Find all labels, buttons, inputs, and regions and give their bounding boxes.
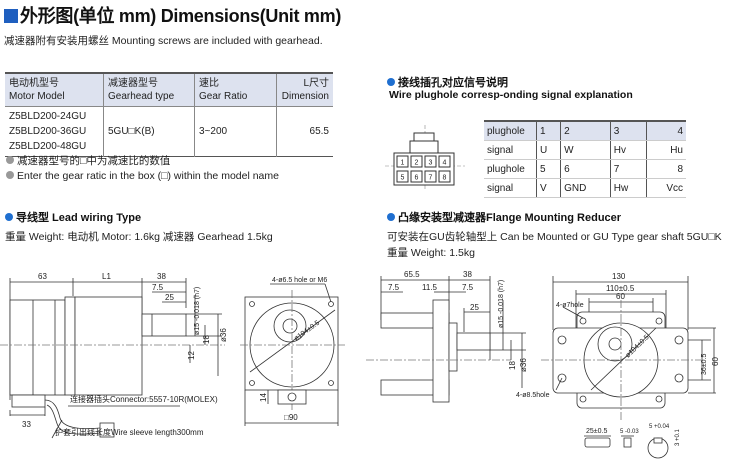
dim-60: 60 — [616, 292, 625, 301]
dim-60-vertical: 60 — [711, 357, 720, 366]
hole-8-5-label: 4-ø8.5hole — [516, 392, 550, 399]
hole-7-label: 4-ø7hole — [556, 302, 584, 309]
lead-section-title: 导线型 Lead wiring Type — [5, 209, 141, 225]
connector-label: 连接器插头Connector:5557-10R(MOLEX) — [70, 394, 218, 404]
dimension-cell: 65.5 — [276, 106, 333, 157]
pin-5: 5 — [401, 175, 405, 182]
dim-38: 38 — [463, 270, 472, 279]
bullet-icon — [387, 78, 395, 86]
plug-section-subtitle: Wire plughole corresp-onding signal expl… — [389, 89, 633, 101]
dim-18: 18 — [508, 361, 517, 370]
dim-7-5-a: 7.5 — [388, 283, 400, 292]
dim-110: 110±0.5 — [606, 284, 635, 293]
key-width-label: 5 -0.03 — [620, 429, 639, 435]
keyway-depth-label: 3 +0.1 — [675, 428, 681, 446]
wire-sleeve-label: 护套引出线长度Wire sleeve length300mm — [55, 427, 204, 437]
bullet-icon — [387, 213, 395, 221]
note-cn: 减速器型号的□中为减速比的数值 — [6, 153, 170, 168]
bullet-icon — [6, 171, 14, 179]
dim-phi36: ø36 — [519, 358, 528, 372]
page-title: 外形图(单位 mm) Dimensions(Unit mm) — [4, 2, 341, 28]
flange-mount-note: 可安装在GU齿轮轴型上 Can be Mounted or GU Type ge… — [387, 231, 722, 243]
flange-weight: 重量 Weight: 1.5kg — [387, 247, 475, 259]
pin-6: 6 — [415, 175, 419, 182]
dim-l1: L1 — [102, 272, 111, 281]
dim-25: 25 — [165, 293, 174, 302]
bullet-icon — [6, 156, 14, 164]
pin-7: 7 — [429, 175, 433, 182]
dim-65-5: 65.5 — [404, 270, 420, 279]
dim-phi15: ø15 -0.018 (h7) — [194, 287, 201, 335]
pin-2: 2 — [415, 160, 419, 167]
lead-wiring-drawing: 63 L1 38 7.5 25 ø15 -0.018 (h7) ø36 18 1… — [0, 272, 345, 439]
dim-7-5-b: 7.5 — [462, 283, 474, 292]
key-length-label: 25±0.5 — [586, 428, 607, 435]
flange-section-title: 凸缘安装型减速器Flange Mounting Reducer — [387, 209, 621, 225]
dim-38: 38 — [157, 272, 166, 281]
pin-8: 8 — [443, 175, 447, 182]
title-square-icon — [4, 9, 18, 23]
dim-11-5: 11.5 — [422, 283, 438, 292]
dim-25: 25 — [470, 303, 479, 312]
dim-14: 14 — [259, 393, 268, 402]
dim-18: 18 — [202, 335, 211, 344]
flange-reducer-drawing: 65.5 38 7.5 11.5 7.5 25 ø15 -0.018 (h7) … — [366, 270, 720, 459]
dim-phi15: ø15 -0.018 (h7) — [498, 280, 505, 328]
dim-36: 36±0.5 — [701, 354, 708, 375]
connector-pinout-diagram: 1 2 3 4 5 6 7 8 — [385, 125, 465, 189]
dim-63: 63 — [38, 272, 47, 281]
holes-label: 4-ø6.5 hole or M6 — [272, 277, 327, 284]
ratio-cell: 3~200 — [194, 106, 277, 157]
page-subtitle: 减速器附有安装用螺丝 Mounting screws are included … — [4, 35, 323, 47]
page-title-text: 外形图(单位 mm) Dimensions(Unit mm) — [20, 6, 342, 26]
dim-phi36: ø36 — [219, 328, 228, 342]
pin-1: 1 — [401, 160, 405, 167]
pin-4: 4 — [443, 160, 447, 167]
dim-12: 12 — [187, 351, 196, 360]
dim-33: 33 — [22, 420, 31, 429]
pin-3: 3 — [429, 160, 433, 167]
note-en: Enter the gear ratic in the box (□) with… — [6, 170, 279, 182]
dim-7-5: 7.5 — [152, 283, 164, 292]
dim-130: 130 — [612, 272, 626, 281]
lead-weight: 重量 Weight: 电动机 Motor: 1.6kg 减速器 Gearhead… — [5, 231, 273, 243]
keyway-width-label: 5 +0.04 — [649, 424, 670, 430]
plug-section-title: 接线插孔对应信号说明 — [387, 74, 508, 90]
gearhead-cell: 5GU□K(B) — [103, 106, 195, 157]
bullet-icon — [5, 213, 13, 221]
dim-sq90: □90 — [284, 413, 298, 422]
